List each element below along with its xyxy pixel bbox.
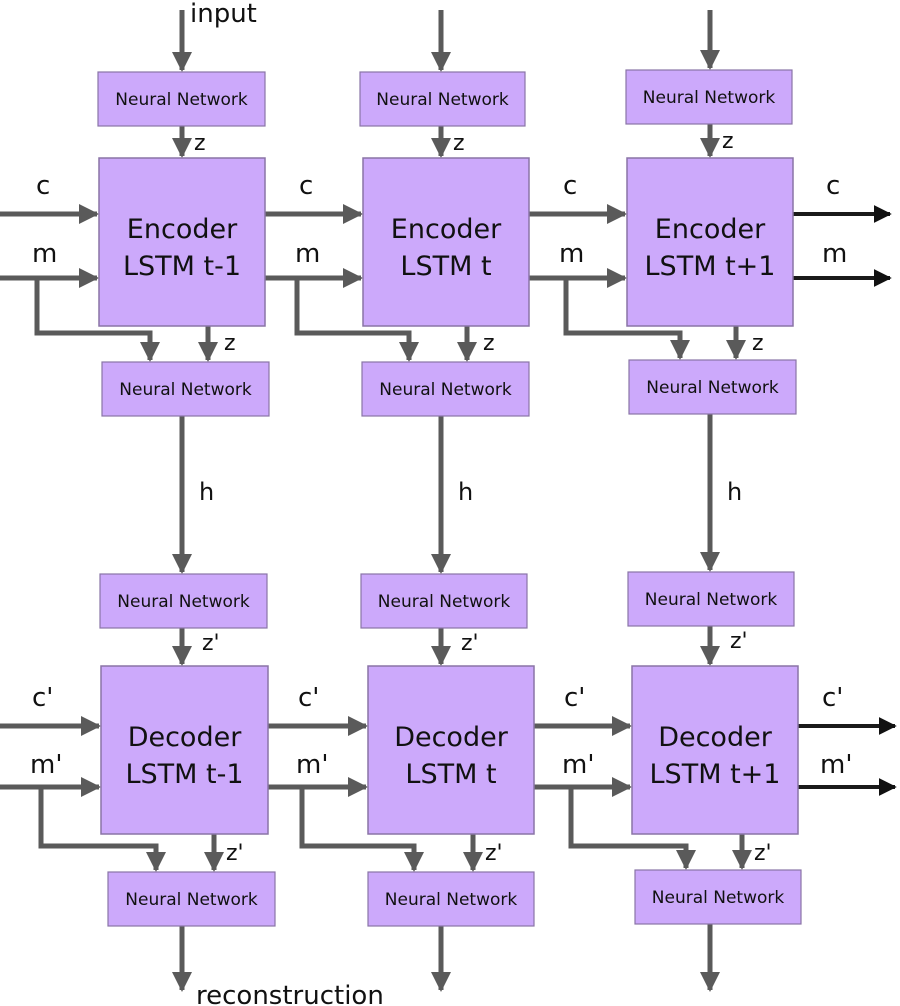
h-label: h [458,478,473,506]
nn-label: Neural Network [652,888,785,908]
lstm-title: Decoder [128,722,243,753]
nn-input-box: Neural Network [359,71,526,127]
nn-encoder-output-box: Neural Network [628,359,797,415]
h-label: h [727,478,742,506]
m-label: m [295,239,320,269]
input-label: input [190,0,257,29]
z-prime-label: z' [754,841,772,866]
m-prime-label: m' [820,750,852,780]
lstm-step: LSTM t [405,759,496,790]
nn-label: Neural Network [119,380,252,400]
nn-decoder-input-box: Neural Network [627,571,795,627]
nn-decoder-input-box: Neural Network [360,573,528,629]
m-prime-branch-arrow [38,787,166,872]
nn-label: Neural Network [378,592,511,612]
reconstruction-label: reconstruction [196,981,384,1006]
m-label: m [32,239,57,269]
z-label: z [752,331,764,356]
c-label: c [299,171,313,201]
m-label: m [822,239,847,269]
lstm-step: LSTM t [400,251,491,282]
z-prime-label: z' [226,841,244,866]
nn-label: Neural Network [646,378,779,398]
z-label: z [194,131,206,156]
lstm-title: Encoder [655,214,766,245]
z-prime-label: z' [202,631,220,656]
nn-input-box: Neural Network [625,69,793,125]
c-prime-label: c' [564,683,585,713]
lstm-step: LSTM t-1 [123,251,241,282]
m-prime-branch-arrow [568,787,696,870]
nn-encoder-output-box: Neural Network [101,361,270,417]
c-prime-label: c' [298,683,319,713]
m-branch-arrow [34,278,160,362]
lstm-title: Decoder [394,722,509,753]
m-prime-label: m' [30,750,62,780]
m-branch-arrow [563,278,690,360]
nn-input-box: Neural Network [97,71,266,127]
nn-reconstruction-box: Neural Network [107,871,276,927]
diagram-labels: z z h z' z' z z h z' z' z z h z' z' c m c m c m c m c' m' c' m' c' m… [30,0,852,1006]
nn-label: Neural Network [645,590,778,610]
z-prime-label: z' [730,629,748,654]
nn-label: Neural Network [125,890,258,910]
nn-decoder-input-box: Neural Network [99,573,268,629]
nn-label: Neural Network [117,592,250,612]
z-label: z [224,331,236,356]
c-label: c [36,171,50,201]
m-label: m [559,239,584,269]
lstm-step: LSTM t+1 [645,251,776,282]
z-label: z [722,129,734,154]
nn-label: Neural Network [115,90,248,110]
c-label: c [563,171,577,201]
z-label: z [453,131,465,156]
z-label: z [483,331,495,356]
c-label: c [826,171,840,201]
nn-encoder-output-box: Neural Network [361,361,530,417]
nn-label: Neural Network [379,380,512,400]
z-prime-label: z' [485,841,503,866]
nn-label: Neural Network [643,88,776,108]
nn-reconstruction-box: Neural Network [367,871,535,927]
nn-reconstruction-box: Neural Network [634,869,802,925]
lstm-title: Decoder [658,722,773,753]
h-label: h [199,478,214,506]
m-prime-branch-arrow [299,787,424,872]
z-prime-label: z' [461,631,479,656]
nn-label: Neural Network [385,890,518,910]
connection-arrows [0,10,897,992]
lstm-title: Encoder [391,214,502,245]
c-prime-label: c' [822,683,843,713]
lstm-step: LSTM t+1 [650,759,781,790]
m-prime-label: m' [562,750,594,780]
lstm-step: LSTM t-1 [125,759,243,790]
lstm-title: Encoder [127,214,238,245]
m-prime-label: m' [296,750,328,780]
c-prime-label: c' [32,683,53,713]
nn-label: Neural Network [376,90,509,110]
m-branch-arrow [294,278,419,362]
